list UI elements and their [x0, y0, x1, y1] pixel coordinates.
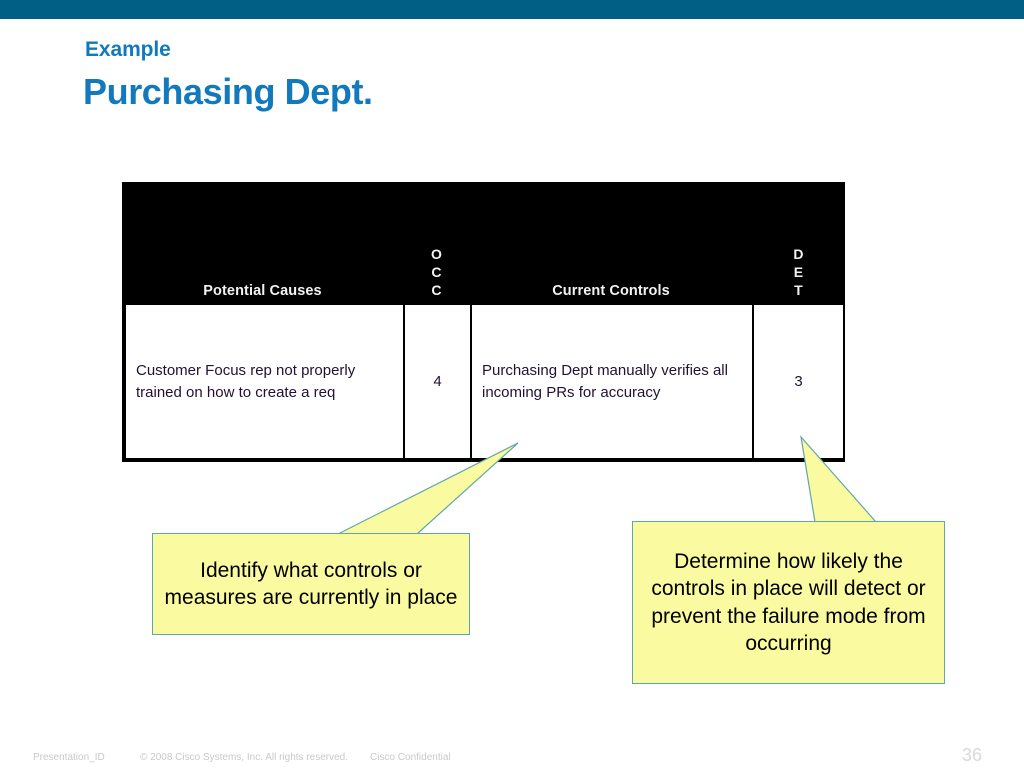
cell-det: 3	[752, 305, 845, 458]
table-header-row: Potential Causes O C C Current Controls …	[122, 182, 845, 305]
cell-occ-text: 4	[433, 372, 442, 390]
column-header-det: D E T	[752, 246, 845, 300]
top-banner	[0, 0, 1024, 19]
cell-current-controls-text: Purchasing Dept manually verifies all in…	[482, 362, 728, 401]
footer-copyright: © 2008 Cisco Systems, Inc. All rights re…	[140, 752, 349, 763]
column-header-occ: O C C	[403, 246, 470, 300]
column-header-potential-causes: Potential Causes	[203, 283, 322, 299]
callout-right: Determine how likely the controls in pla…	[632, 521, 945, 684]
table-row: Customer Focus rep not properly trained …	[122, 305, 845, 462]
slide-kicker: Example	[85, 38, 171, 61]
page-number: 36	[962, 745, 983, 765]
cell-occ: 4	[403, 305, 472, 458]
det-letter-1: D	[793, 246, 804, 263]
column-header-current-controls: Current Controls	[552, 283, 670, 299]
det-letter-2: E	[793, 264, 804, 281]
page-title: Purchasing Dept.	[83, 71, 373, 112]
cell-potential-causes: Customer Focus rep not properly trained …	[122, 305, 405, 458]
occ-letter-1: O	[431, 246, 442, 263]
occ-letter-3: C	[431, 282, 442, 299]
footer-presentation-id: Presentation_ID	[33, 752, 105, 763]
cell-current-controls: Purchasing Dept manually verifies all in…	[470, 305, 754, 458]
callout-left: Identify what controls or measures are c…	[152, 533, 470, 635]
footer-confidential: Cisco Confidential	[370, 752, 451, 763]
occ-letter-2: C	[431, 264, 442, 281]
cell-det-text: 3	[794, 372, 803, 390]
det-letter-3: T	[794, 282, 803, 299]
cell-potential-causes-text: Customer Focus rep not properly trained …	[136, 362, 356, 401]
fmea-table: Potential Causes O C C Current Controls …	[122, 182, 845, 462]
